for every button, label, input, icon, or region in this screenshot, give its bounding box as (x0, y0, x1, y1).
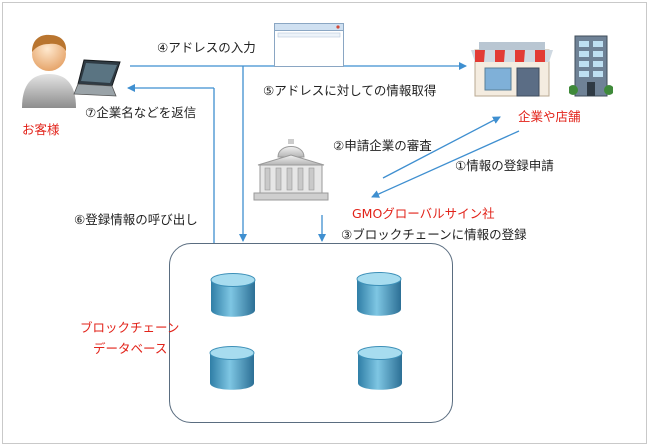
database-cylinder-icon (356, 272, 402, 316)
label-step5: ⑤アドレスに対しての情報取得 (263, 83, 437, 98)
person-icon (22, 34, 76, 108)
label-step2: ②申請企業の審査 (333, 138, 432, 153)
browser-window-icon (274, 23, 344, 67)
label-step4: ④アドレスの入力 (157, 40, 256, 55)
office-building-icon (569, 35, 613, 97)
label-step7: ⑦企業名などを返信 (85, 105, 197, 120)
actor-customer-label: お客様 (22, 122, 60, 137)
database-cylinder-icon (209, 346, 255, 390)
laptop-icon (73, 59, 121, 97)
actor-gmo-label: GMOグローバルサイン社 (352, 206, 495, 221)
actor-company-label: 企業や店舗 (518, 109, 581, 124)
arrow-step1 (371, 130, 520, 198)
label-step6: ⑥登録情報の呼び出し (74, 212, 198, 227)
government-building-icon (253, 139, 329, 201)
label-step3: ③ブロックチェーンに情報の登録 (341, 227, 527, 242)
database-label-line1: ブロックチェーン (80, 320, 180, 335)
database-cylinder-icon (357, 346, 403, 390)
arrow-step2 (382, 116, 501, 179)
shop-icon (471, 42, 553, 97)
database-cylinder-icon (210, 273, 256, 317)
label-step1: ①情報の登録申請 (455, 158, 554, 173)
blockchain-database-frame (169, 243, 453, 423)
database-label-line2: データベース (93, 341, 168, 356)
